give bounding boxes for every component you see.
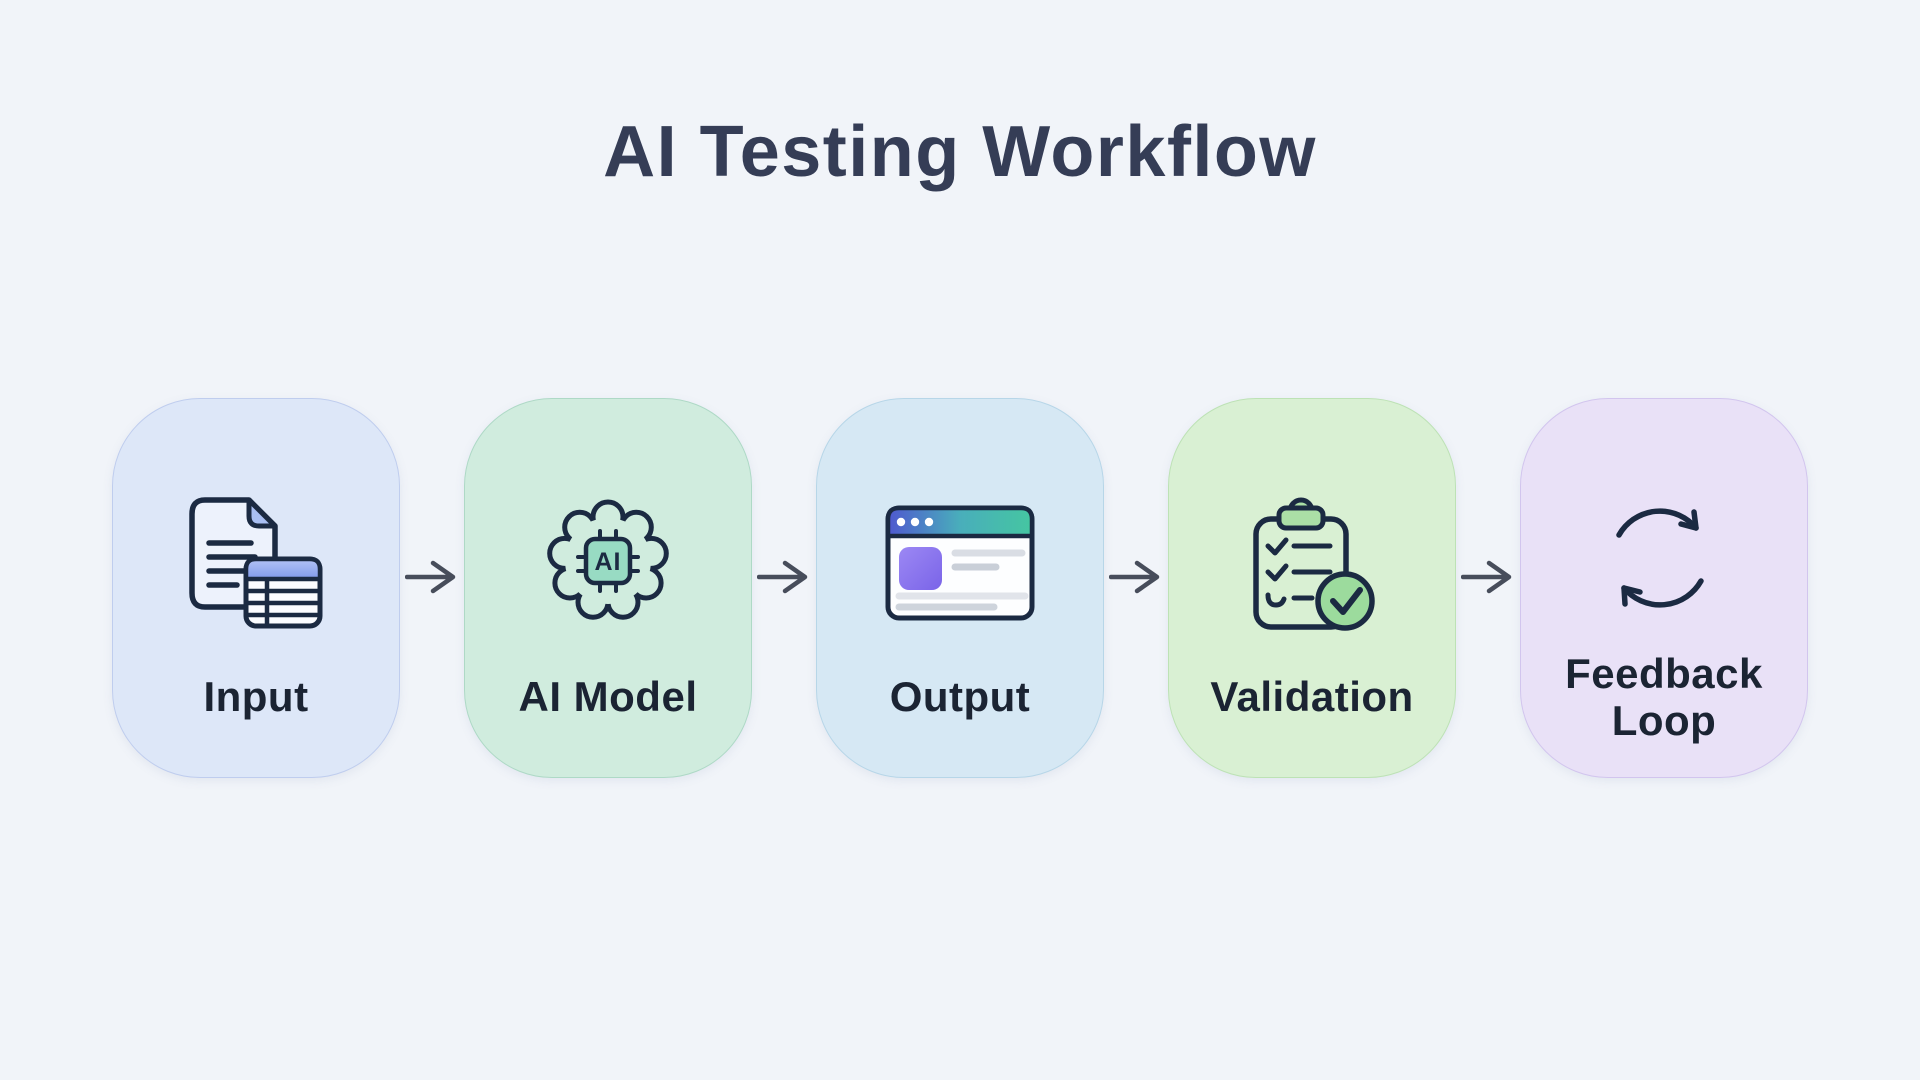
step-label: Output	[889, 673, 1031, 721]
step-label: Validation	[1210, 673, 1414, 721]
page-title: AI Testing Workflow	[603, 112, 1317, 192]
arrow-right-icon	[400, 560, 464, 594]
document-table-icon	[189, 497, 323, 629]
step-card-ai-model: AI AI Model	[464, 398, 752, 778]
step-label: AI Model	[518, 673, 698, 721]
step-card-feedback-loop: Feedback Loop	[1520, 398, 1808, 778]
step-label: Feedback Loop	[1565, 649, 1763, 744]
arrow-right-icon	[1456, 560, 1520, 594]
step-label: Input	[203, 673, 309, 721]
arrow-right-icon	[1104, 560, 1168, 594]
cycle-arrows-icon	[1604, 497, 1724, 629]
workflow-diagram: Input AI AI Model	[0, 398, 1920, 778]
brain-chip-icon: AI	[541, 497, 675, 629]
step-card-input: Input	[112, 398, 400, 778]
browser-window-icon	[885, 497, 1035, 629]
arrow-right-icon	[752, 560, 816, 594]
checklist-check-icon	[1248, 497, 1376, 631]
step-card-validation: Validation	[1168, 398, 1456, 778]
step-card-output: Output	[816, 398, 1104, 778]
chip-label: AI	[595, 548, 622, 576]
